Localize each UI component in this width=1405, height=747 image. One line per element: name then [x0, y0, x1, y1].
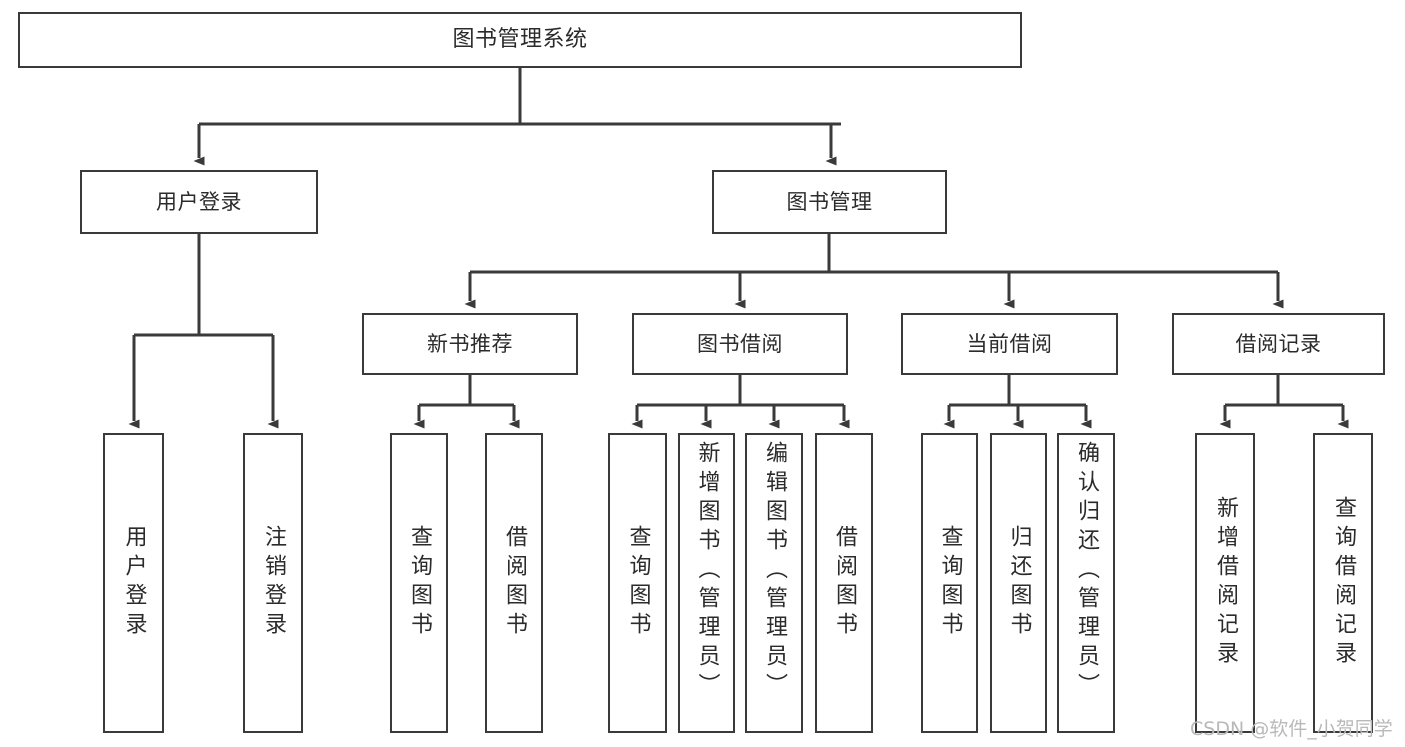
node-leaf-user-login-label: 用户登录 [121, 525, 147, 641]
node-leaf-query-book-2-label: 查询图书 [625, 525, 651, 641]
node-leaf-add-borrow-record[interactable]: 新增借阅记录 [1195, 433, 1255, 733]
node-book-manage[interactable]: 图书管理 [712, 170, 947, 234]
node-root-system[interactable]: 图书管理系统 [18, 12, 1022, 68]
node-leaf-logout[interactable]: 注销登录 [243, 433, 303, 733]
node-leaf-add-book[interactable]: 新增图书（管理员） [678, 433, 735, 733]
node-user-login[interactable]: 用户登录 [80, 170, 318, 234]
node-book-manage-label: 图书管理 [786, 189, 873, 214]
node-new-book-recommend[interactable]: 新书推荐 [362, 313, 578, 375]
node-leaf-borrow-book-2-label: 借阅图书 [832, 525, 857, 641]
node-current-borrow[interactable]: 当前借阅 [901, 313, 1118, 375]
node-leaf-add-borrow-record-label: 新增借阅记录 [1213, 496, 1238, 670]
node-user-login-label: 用户登录 [156, 189, 242, 214]
node-leaf-query-borrow-record-label: 查询借阅记录 [1331, 496, 1356, 670]
node-borrow-record[interactable]: 借阅记录 [1172, 313, 1385, 375]
node-leaf-add-book-label: 新增图书（管理员） [694, 441, 720, 702]
node-borrow-record-label: 借阅记录 [1235, 331, 1322, 356]
node-root-system-label: 图书管理系统 [452, 27, 588, 53]
node-leaf-user-login[interactable]: 用户登录 [103, 433, 164, 733]
node-leaf-borrow-book-1[interactable]: 借阅图书 [485, 433, 543, 733]
node-leaf-query-book-1-label: 查询图书 [407, 525, 432, 641]
node-leaf-borrow-book-1-label: 借阅图书 [502, 525, 527, 641]
node-leaf-confirm-return[interactable]: 确认归还（管理员） [1057, 433, 1115, 733]
node-leaf-edit-book[interactable]: 编辑图书（管理员） [745, 433, 803, 733]
node-leaf-return-book-label: 归还图书 [1006, 525, 1032, 641]
node-book-borrow[interactable]: 图书借阅 [632, 313, 848, 375]
node-leaf-query-borrow-record[interactable]: 查询借阅记录 [1313, 433, 1373, 733]
node-leaf-query-book-2[interactable]: 查询图书 [608, 433, 667, 733]
csdn-watermark: CSDN @软件_小贺同学 [1190, 718, 1393, 740]
node-leaf-logout-label: 注销登录 [261, 525, 286, 641]
node-leaf-edit-book-label: 编辑图书（管理员） [762, 441, 787, 702]
node-leaf-query-book-3[interactable]: 查询图书 [921, 433, 978, 733]
node-leaf-query-book-1[interactable]: 查询图书 [390, 433, 448, 733]
node-book-borrow-label: 图书借阅 [697, 331, 783, 356]
node-leaf-query-book-3-label: 查询图书 [937, 525, 963, 641]
node-leaf-borrow-book-2[interactable]: 借阅图书 [815, 433, 873, 733]
node-new-book-recommend-label: 新书推荐 [427, 331, 513, 356]
node-leaf-confirm-return-label: 确认归还（管理员） [1074, 441, 1099, 702]
node-leaf-return-book[interactable]: 归还图书 [990, 433, 1047, 733]
node-current-borrow-label: 当前借阅 [966, 331, 1053, 356]
